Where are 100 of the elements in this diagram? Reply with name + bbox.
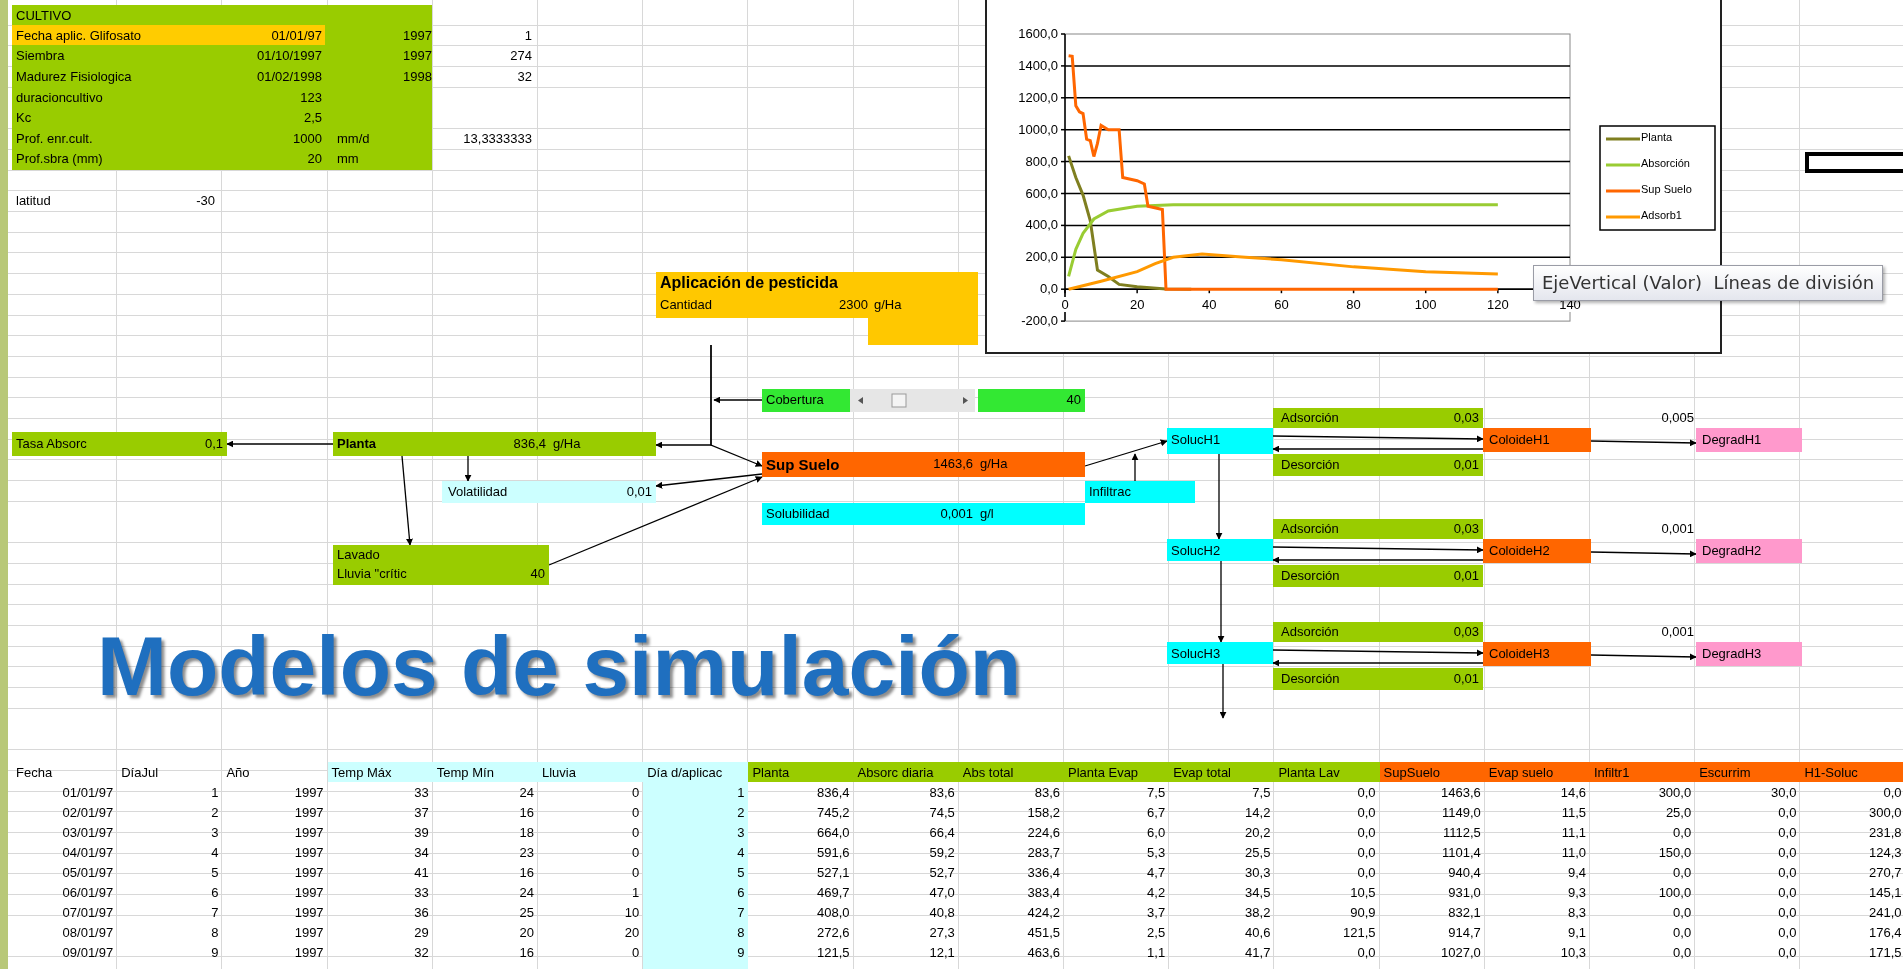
data-value: 5,3 [1147, 845, 1166, 860]
data-value: 33 [414, 785, 429, 800]
arrow [1084, 439, 1168, 467]
column-header: Temp Máx [331, 765, 392, 780]
parameter-label: Cantidad [660, 297, 713, 312]
node-title: DegradH2 [1702, 543, 1762, 558]
data-value: 30,0 [1771, 785, 1797, 800]
arrow [1272, 659, 1484, 667]
arrow [1272, 546, 1484, 554]
parameter-value: 274 [510, 48, 532, 63]
data-value: 16 [519, 805, 534, 820]
data-value: 1 [211, 785, 219, 800]
parameter-value: 1 [524, 28, 532, 43]
parameter-box [1696, 539, 1802, 563]
column-header: Evap total [1173, 765, 1231, 780]
parameter-box [333, 432, 656, 456]
column-header: Planta Lav [1278, 765, 1340, 780]
data-value: 32 [414, 945, 429, 960]
data-value: 1997 [294, 805, 324, 820]
axis-tick-label: 400,0 [1025, 217, 1058, 233]
axis-tick-label: 0,0 [1039, 281, 1058, 297]
parameter-label: Desorción [1281, 568, 1340, 583]
data-value: 04/01/97 [62, 845, 114, 860]
parameter-value: 2300 [839, 297, 868, 312]
data-value: 1 [737, 785, 745, 800]
data-value: 14,6 [1560, 785, 1586, 800]
axis-tick-label: 0 [1060, 297, 1070, 313]
data-value: 931,0 [1448, 885, 1481, 900]
parameter-label: Solubilidad [766, 506, 830, 521]
tooltip: EjeVertical (Valor) Líneas de división [1533, 265, 1884, 301]
title: Modelos de simulación [97, 618, 1022, 715]
data-value: 0,0 [1357, 825, 1376, 840]
column-header: Evap suelo [1488, 765, 1554, 780]
arrow [226, 440, 334, 448]
data-value: 4 [211, 845, 219, 860]
data-value: 25,0 [1665, 805, 1692, 820]
data-value: 01/01/97 [62, 785, 114, 800]
data-value: 5 [211, 865, 219, 880]
data-value: 4 [737, 845, 745, 860]
data-value: 4,2 [1147, 885, 1166, 900]
arrow [1131, 453, 1139, 482]
parameter-label: Prof.sbra (mm) [16, 151, 103, 166]
data-value: 9 [737, 945, 745, 960]
parameter-label: Fecha aplic. Glifosato [16, 28, 141, 43]
data-value: 0,0 [1778, 885, 1797, 900]
parameter-value: 0,001 [940, 506, 973, 521]
data-value: 59,2 [929, 845, 955, 860]
data-value: 9,4 [1567, 865, 1586, 880]
column-header: Fecha [16, 765, 53, 780]
data-value: 1149,0 [1442, 805, 1481, 820]
parameter-value: 13,3333333 [463, 131, 532, 146]
data-value: 0,0 [1673, 865, 1692, 880]
data-value: 0,0 [1778, 905, 1797, 920]
data-value: 1463,6 [1441, 785, 1481, 800]
data-value: 0,0 [1357, 785, 1376, 800]
parameter-box [1167, 428, 1273, 454]
data-value: 02/01/97 [62, 805, 114, 820]
data-value: 8 [211, 925, 219, 940]
data-value: 07/01/97 [62, 905, 114, 920]
parameter-box [1273, 519, 1483, 539]
data-value: 39 [414, 825, 429, 840]
data-value: 145,1 [1869, 885, 1902, 900]
data-value: 836,4 [817, 785, 850, 800]
data-value: 0 [631, 805, 640, 820]
data-value: 8 [737, 925, 745, 940]
edge-label: 0,001 [1661, 521, 1694, 536]
data-value: 03/01/97 [62, 825, 114, 840]
data-value: 1027,0 [1441, 945, 1481, 960]
parameter-value: 1000 [293, 131, 322, 146]
data-value: 0,0 [1673, 825, 1692, 840]
parameter-label: Cobertura [766, 392, 824, 407]
parameter-value: 0,03 [1453, 521, 1479, 536]
data-value: 25,5 [1245, 845, 1271, 860]
data-value: 0,0 [1357, 945, 1376, 960]
data-value: 272,6 [817, 925, 850, 940]
axis-tick-label: 600,0 [1025, 185, 1058, 201]
parameter-box [333, 545, 549, 585]
data-value: 463,6 [1027, 945, 1060, 960]
data-value: 9,3 [1567, 885, 1586, 900]
data-value: 6,0 [1147, 825, 1166, 840]
arrow [1590, 439, 1697, 447]
column-header: Escurrim [1699, 765, 1751, 780]
parameter-box [1483, 428, 1591, 452]
parameter-value: 0,01 [1453, 671, 1479, 686]
parameter-value: 40 [1066, 392, 1081, 407]
parameter-label: Madurez Fisiologica [16, 69, 132, 84]
parameter-label: Desorción [1281, 457, 1340, 472]
column-header: Planta [752, 765, 790, 780]
data-value: 16 [519, 945, 534, 960]
parameter-value: 01/10/1997 [256, 48, 322, 63]
data-value: 05/01/97 [62, 865, 114, 880]
data-value: 2 [737, 805, 745, 820]
axis-tick-label: 800,0 [1025, 153, 1058, 169]
node-title: ColoideH2 [1489, 543, 1550, 558]
parameter-value: 0,03 [1453, 624, 1479, 639]
data-value: 33 [414, 885, 429, 900]
unit-label: g/l [980, 506, 994, 521]
arrow [1590, 550, 1697, 558]
node-title: ColoideH1 [1489, 432, 1550, 447]
column-header: DíaJul [121, 765, 159, 780]
